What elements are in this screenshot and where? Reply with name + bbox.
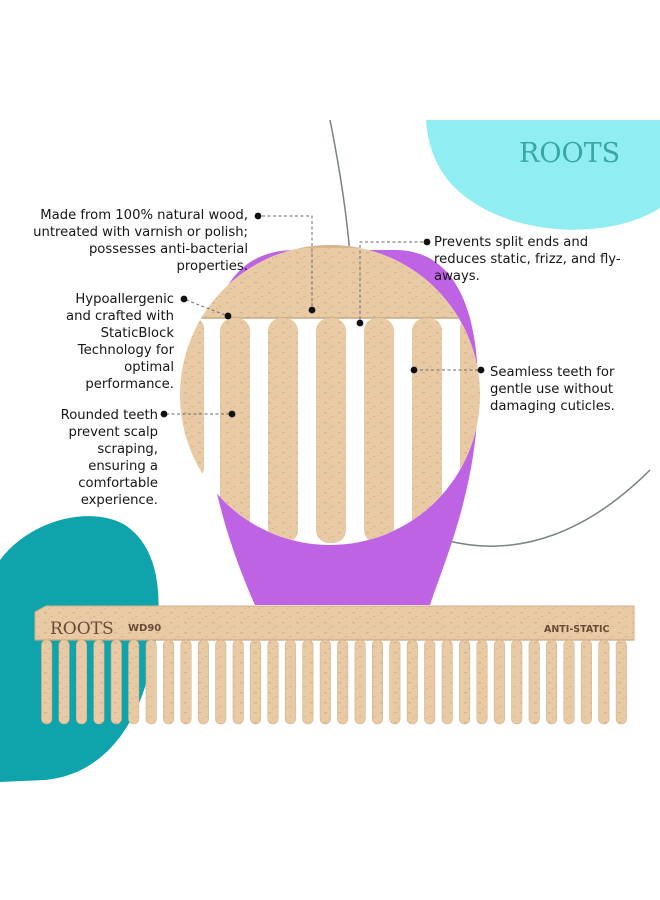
- comb-tooth: [580, 639, 592, 725]
- comb-tooth: [319, 639, 331, 725]
- comb-tooth: [58, 639, 70, 725]
- comb-tooth: [615, 639, 627, 725]
- comb-tooth: [389, 639, 401, 725]
- comb-tooth: [546, 639, 558, 725]
- comb-tooth: [406, 639, 418, 725]
- decor-line-right: [444, 469, 651, 547]
- comb-tooth: [110, 639, 122, 725]
- comb-tooth: [563, 639, 575, 725]
- comb-tooth: [215, 639, 227, 725]
- comb-tooth: [598, 639, 610, 725]
- comb-tooth: [41, 639, 53, 725]
- comb-tooth: [232, 639, 244, 725]
- comb-tooth: [337, 639, 349, 725]
- comb-tooth: [371, 639, 383, 725]
- comb-tooth: [354, 639, 366, 725]
- comb-tooth: [267, 639, 279, 725]
- comb-tooth: [93, 639, 105, 725]
- comb-tooth: [180, 639, 192, 725]
- cyan-blob-shape: [426, 120, 660, 230]
- brand-logo: ROOTS: [519, 138, 621, 169]
- comb-tooth: [511, 639, 523, 725]
- decor-line-left: [329, 119, 351, 256]
- comb-tooth: [76, 639, 88, 725]
- comb-tooth: [459, 639, 471, 725]
- callout-split-ends: Prevents split ends and reduces static, …: [434, 235, 621, 284]
- comb-tooth: [528, 639, 540, 725]
- callout-leaders: [166, 215, 478, 415]
- comb-tooth: [128, 639, 140, 725]
- full-comb: [34, 605, 635, 725]
- callout-hypoallergenic: Hypoallergenic and crafted with StaticBl…: [66, 292, 174, 392]
- comb-model-print: WD90: [128, 623, 162, 634]
- comb-tooth: [145, 639, 157, 725]
- comb-feature-print: ANTI-STATIC: [544, 624, 610, 635]
- comb-tooth: [250, 639, 262, 725]
- callout-rounded: Rounded teeth prevent scalp scraping, en…: [60, 408, 158, 508]
- comb-tooth: [163, 639, 175, 725]
- comb-tooth: [476, 639, 488, 725]
- comb-brand-print: ROOTS: [50, 619, 114, 639]
- comb-tooth: [302, 639, 314, 725]
- callout-natural-wood: Made from 100% natural wood, untreated w…: [33, 208, 248, 274]
- comb-tooth: [441, 639, 453, 725]
- callout-seamless: Seamless teeth for gentle use without da…: [490, 365, 615, 414]
- comb-tooth: [284, 639, 296, 725]
- callout-dots: [160, 212, 485, 418]
- comb-tooth: [493, 639, 505, 725]
- comb-tooth: [424, 639, 436, 725]
- comb-tooth: [197, 639, 209, 725]
